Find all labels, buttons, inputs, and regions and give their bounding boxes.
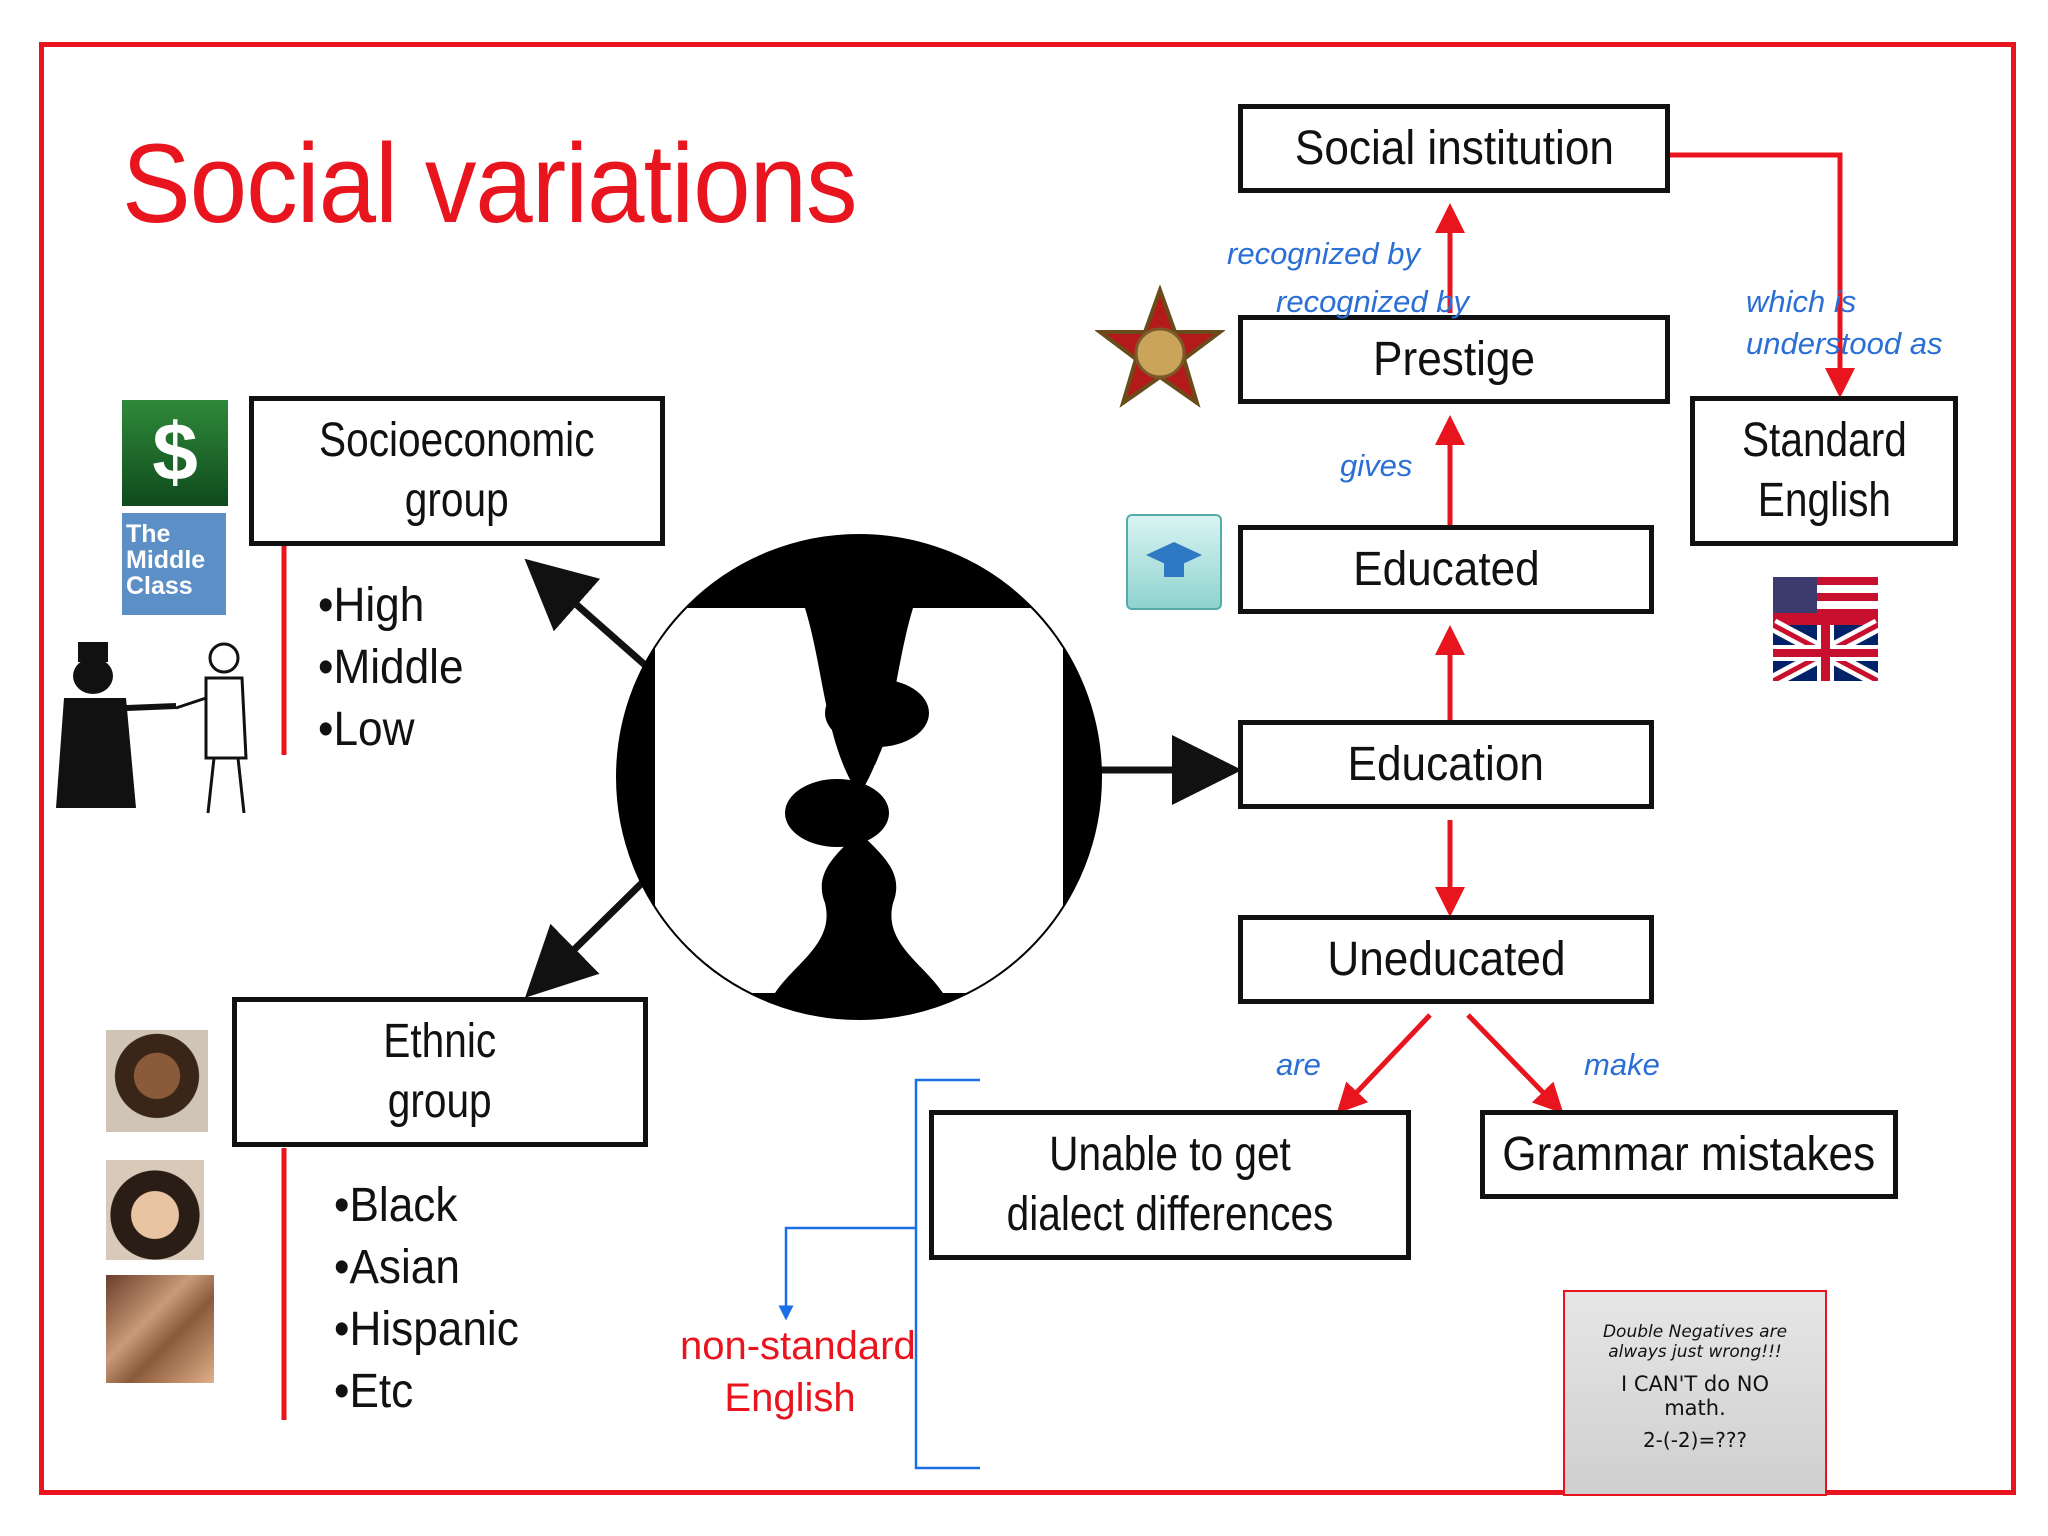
grammar-mistakes-box: Grammar mistakes — [1480, 1110, 1898, 1199]
label-make: make — [1584, 1047, 1660, 1082]
arrow-uneducated-to-unable — [1336, 1013, 1432, 1114]
tshirt-line5: 2-(-2)=??? — [1642, 1428, 1748, 1452]
ethnic-line2: group — [388, 1075, 492, 1128]
non-standard-english-label: non-standard English — [680, 1320, 916, 1424]
uneducated-box: Uneducated — [1238, 915, 1654, 1004]
portrait-photo — [106, 1030, 208, 1132]
arrow-uneducated-to-grammar — [1466, 1013, 1564, 1114]
socio-line2: group — [405, 474, 509, 527]
socioeconomic-list: •High •Middle •Low — [318, 575, 476, 761]
uneducated-label: Uneducated — [1326, 932, 1566, 986]
tshirt-line4: math. — [1664, 1396, 1726, 1420]
non-standard-line2: English — [724, 1376, 856, 1420]
arrow-to-socioeconomic — [524, 558, 648, 668]
standard-line2: English — [1757, 474, 1891, 527]
slide-frame — [39, 42, 2016, 1495]
graduation-cap-icon — [1126, 514, 1222, 610]
unable-line2: dialect differences — [1006, 1188, 1334, 1241]
non-standard-line1: non-standard — [680, 1324, 916, 1368]
tshirt-line1: Double Negatives are — [1602, 1322, 1788, 1342]
social-institution-label: Social institution — [1294, 121, 1614, 175]
unable-line1: Unable to get — [1049, 1128, 1291, 1181]
rich-poor-cartoon — [56, 628, 256, 820]
list-item: •Asian — [334, 1241, 460, 1294]
educated-box: Educated — [1238, 525, 1654, 614]
label-recognized-by-2: recognized by — [1276, 284, 1470, 319]
label-gives: gives — [1340, 448, 1413, 483]
tshirt-line2: always just wrong!!! — [1608, 1342, 1782, 1362]
dollar-icon: $ — [122, 400, 228, 506]
arrow-to-ethnic — [525, 877, 648, 998]
slide-title: Social variations — [122, 121, 858, 246]
middle-class-line2: Middle — [126, 546, 206, 574]
standard-line1: Standard — [1741, 414, 1907, 467]
social-institution-box: Social institution — [1238, 104, 1670, 193]
star-medal-icon — [1095, 285, 1225, 408]
list-item: •Etc — [334, 1365, 414, 1418]
education-box: Education — [1238, 720, 1654, 809]
ethnic-line1: Ethnic — [383, 1015, 497, 1068]
ethnic-group-box: Ethnic group — [232, 997, 648, 1147]
list-item: •Middle — [318, 641, 464, 694]
educated-label: Educated — [1352, 542, 1540, 596]
prestige-label: Prestige — [1372, 332, 1536, 386]
tshirt-photo: Double Negatives are always just wrong!!… — [1563, 1290, 1827, 1496]
ethnic-list: •Black •Asian •Hispanic •Etc — [334, 1175, 535, 1423]
portrait-photo — [106, 1275, 214, 1383]
grammar-label: Grammar mistakes — [1502, 1127, 1876, 1181]
us-uk-flag-icon — [1773, 577, 1878, 681]
socio-line1: Socioeconomic — [319, 414, 595, 467]
list-item: •High — [318, 579, 425, 632]
label-understood-as: understood as — [1746, 326, 1943, 361]
prestige-box: Prestige — [1238, 315, 1670, 404]
socioeconomic-group-box: Socioeconomic group — [249, 396, 665, 546]
list-item: •Black — [334, 1179, 458, 1232]
portrait-photo — [106, 1160, 204, 1260]
middle-class-line3: Class — [126, 572, 193, 600]
list-item: •Low — [318, 703, 415, 756]
label-recognized-by-1: recognized by — [1227, 236, 1421, 271]
middle-class-line1: The — [126, 520, 171, 548]
arrow-institution-to-standard — [1665, 152, 1855, 398]
list-item: •Hispanic — [334, 1303, 519, 1356]
label-are: are — [1276, 1047, 1321, 1082]
unable-box: Unable to get dialect differences — [929, 1110, 1411, 1260]
blue-bracket — [914, 1078, 980, 1470]
education-label: Education — [1347, 737, 1545, 791]
blue-arrow-to-nonstandard — [778, 1226, 916, 1321]
label-which-is: which is — [1746, 284, 1857, 319]
tshirt-line3: I CAN'T do NO — [1621, 1372, 1769, 1396]
middle-class-logo: The Middle Class — [122, 513, 226, 615]
speaking-faces-icon — [616, 534, 1102, 1020]
